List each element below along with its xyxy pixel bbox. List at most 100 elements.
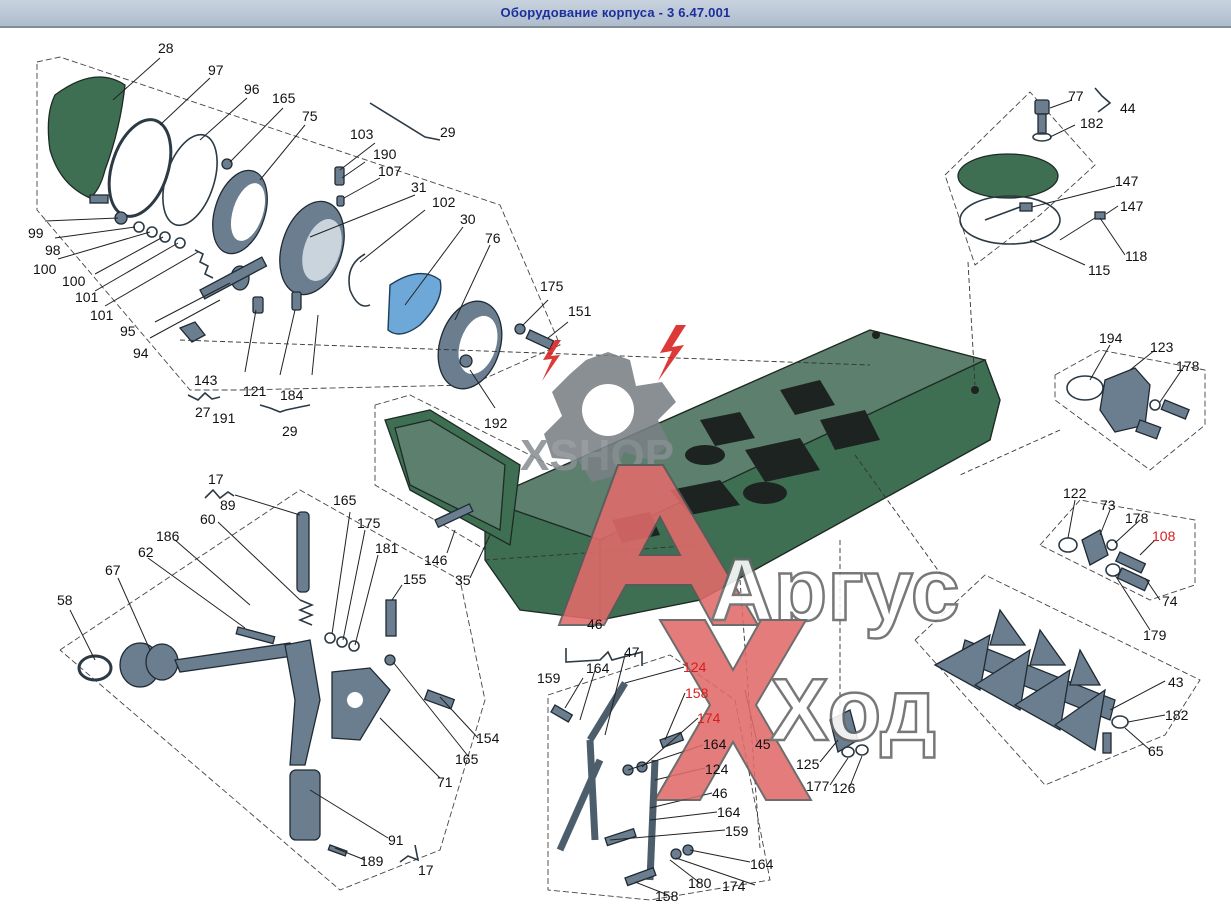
label-123: 123 xyxy=(1150,339,1174,355)
label-181: 181 xyxy=(375,540,399,556)
label-125: 125 xyxy=(796,756,820,772)
label-71: 71 xyxy=(437,774,453,790)
linkage-assembly xyxy=(77,511,456,857)
label-158: 158 xyxy=(655,888,679,904)
label-177: 177 xyxy=(806,778,830,794)
label-174: 174 xyxy=(697,710,721,726)
label-58: 58 xyxy=(57,592,73,608)
label-182: 182 xyxy=(1165,707,1189,723)
label-29: 29 xyxy=(282,423,298,439)
label-122: 122 xyxy=(1063,485,1087,501)
label-75: 75 xyxy=(302,108,318,124)
label-124: 124 xyxy=(683,659,707,675)
label-147: 147 xyxy=(1115,173,1139,189)
hull-front-panel xyxy=(384,409,521,547)
label-65: 65 xyxy=(1148,743,1164,759)
label-91: 91 xyxy=(388,832,404,848)
label-184: 184 xyxy=(280,387,304,403)
label-165: 165 xyxy=(272,90,296,106)
label-100: 100 xyxy=(33,261,57,277)
label-77: 77 xyxy=(1068,88,1084,104)
small-flange-assembly xyxy=(1058,529,1151,592)
label-97: 97 xyxy=(208,62,224,78)
label-96: 96 xyxy=(244,81,260,97)
label-179: 179 xyxy=(1143,627,1167,643)
label-158: 158 xyxy=(685,685,709,701)
label-29: 29 xyxy=(440,124,456,140)
label-100: 100 xyxy=(62,273,86,289)
label-178: 178 xyxy=(1125,510,1149,526)
label-74: 74 xyxy=(1162,593,1178,609)
label-28: 28 xyxy=(158,40,174,56)
label-103: 103 xyxy=(350,126,374,142)
label-194: 194 xyxy=(1099,330,1123,346)
label-124: 124 xyxy=(705,761,729,777)
label-76: 76 xyxy=(485,230,501,246)
label-45: 45 xyxy=(755,736,771,752)
label-159: 159 xyxy=(725,823,749,839)
label-43: 43 xyxy=(1168,674,1184,690)
label-118: 118 xyxy=(1125,248,1148,264)
label-44: 44 xyxy=(1120,100,1136,116)
label-95: 95 xyxy=(120,323,136,339)
label-99: 99 xyxy=(28,225,44,241)
label-73: 73 xyxy=(1100,497,1116,513)
label-94: 94 xyxy=(133,345,149,361)
label-62: 62 xyxy=(138,544,154,560)
label-164: 164 xyxy=(750,856,774,872)
label-17: 17 xyxy=(208,471,224,487)
label-192: 192 xyxy=(484,415,508,431)
label-147: 147 xyxy=(1120,198,1144,214)
label-186: 186 xyxy=(156,528,180,544)
part-labels: 28 97 96 165 75 103 29 190 107 31 102 30… xyxy=(28,40,1200,904)
label-165: 165 xyxy=(455,751,479,767)
label-174: 174 xyxy=(722,878,746,894)
label-165: 165 xyxy=(333,492,357,508)
label-35: 35 xyxy=(455,572,471,588)
label-67: 67 xyxy=(105,562,121,578)
label-180: 180 xyxy=(688,875,712,891)
watermark-logo: XSHOP Аргус Ход xyxy=(520,325,961,801)
label-164: 164 xyxy=(586,660,610,676)
label-155: 155 xyxy=(403,571,427,587)
watermark-argus: Аргус xyxy=(710,540,960,639)
label-107: 107 xyxy=(378,163,402,179)
label-164: 164 xyxy=(703,736,727,752)
exploded-parts-diagram: XSHOP Аргус Ход 28 97 96 165 75 103 29 1… xyxy=(28,40,1206,904)
label-189: 189 xyxy=(360,853,384,869)
label-151: 151 xyxy=(568,303,592,319)
label-101: 101 xyxy=(75,289,99,305)
label-31: 31 xyxy=(411,179,427,195)
label-98: 98 xyxy=(45,242,61,258)
label-164: 164 xyxy=(717,804,741,820)
label-46: 46 xyxy=(712,785,728,801)
label-102: 102 xyxy=(432,194,456,210)
label-143: 143 xyxy=(194,372,218,388)
label-89: 89 xyxy=(220,497,236,513)
label-47: 47 xyxy=(624,644,640,660)
top-cover-assembly xyxy=(957,99,1106,245)
leader-lines xyxy=(44,57,1186,896)
label-115: 115 xyxy=(1088,262,1111,278)
label-175: 175 xyxy=(357,515,381,531)
label-178: 178 xyxy=(1176,358,1200,374)
label-60: 60 xyxy=(200,511,216,527)
label-46: 46 xyxy=(587,616,603,632)
label-191: 191 xyxy=(212,410,236,426)
label-159: 159 xyxy=(537,670,561,686)
side-flange-assembly xyxy=(1066,367,1190,440)
label-126: 126 xyxy=(832,780,856,796)
label-121: 121 xyxy=(243,383,267,399)
label-17: 17 xyxy=(418,862,434,878)
label-190: 190 xyxy=(373,146,397,162)
brake-assembly xyxy=(47,76,555,390)
label-182: 182 xyxy=(1080,115,1104,131)
label-108: 108 xyxy=(1152,528,1176,544)
label-30: 30 xyxy=(460,211,476,227)
window-title: Оборудование корпуса - 3 6.47.001 xyxy=(500,5,731,20)
label-154: 154 xyxy=(476,730,500,746)
label-27: 27 xyxy=(195,404,211,420)
label-175: 175 xyxy=(540,278,564,294)
label-101: 101 xyxy=(90,307,114,323)
window-titlebar: Оборудование корпуса - 3 6.47.001 xyxy=(0,0,1231,28)
